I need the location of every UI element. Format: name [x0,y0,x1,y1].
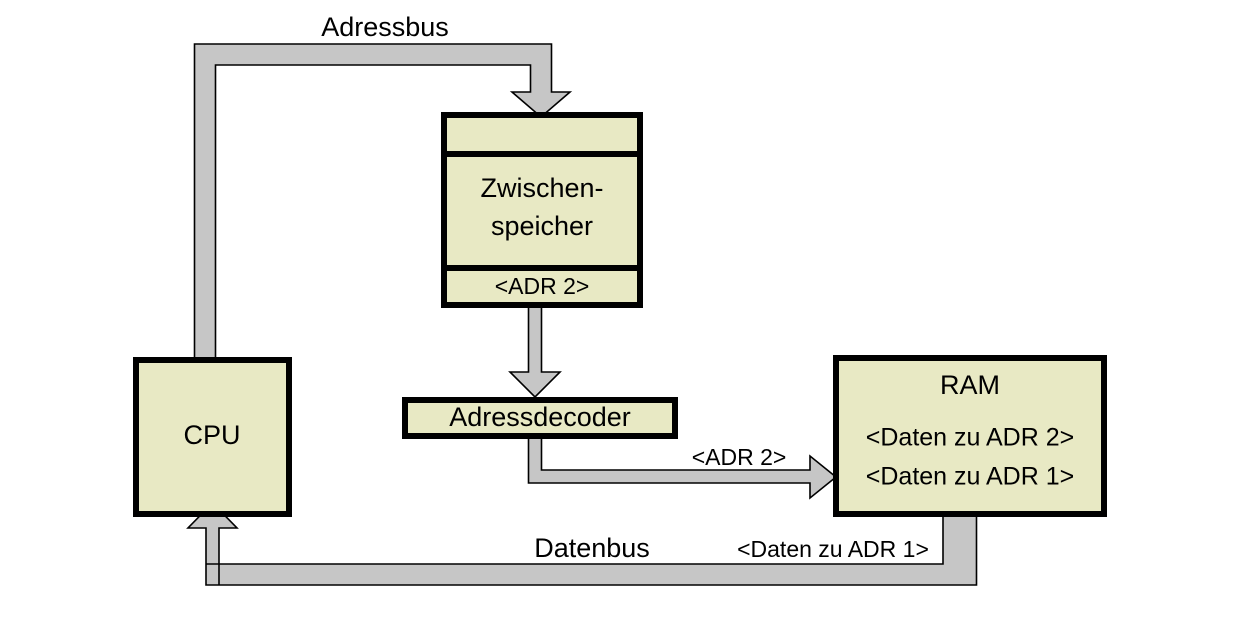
zwischenspeicher-label-line2: speicher [491,211,593,241]
node-ram[interactable]: RAM <Daten zu ADR 2> <Daten zu ADR 1> [833,355,1107,517]
node-adressdecoder[interactable]: Adressdecoder [402,397,678,439]
datenbus-label: Datenbus [534,533,650,563]
edge-zwischenspeicher-to-adressdecoder [508,304,562,399]
ram-row-1: <Daten zu ADR 2> [866,424,1074,452]
zwischenspeicher-label-line1: Zwischen- [480,173,603,203]
cpu-box[interactable] [133,357,292,517]
decoder-to-ram-label: <ADR 2> [692,444,787,470]
adressdecoder-label: Adressdecoder [449,402,631,432]
edge-adressbus [193,43,573,361]
ram-box[interactable] [833,355,1107,517]
decoder-to-ram-path [527,435,838,500]
zwischenspeicher-slot-bottom: <ADR 2> [495,273,590,299]
adressbus-path [193,43,573,361]
zwischenspeicher-to-decoder-path [508,304,562,399]
datenbus-payload-label: <Daten zu ADR 1> [737,536,929,562]
ram-title: RAM [940,370,1000,400]
adressdecoder-box[interactable] [402,397,678,439]
ram-row-2: <Daten zu ADR 1> [866,463,1074,491]
zwischenspeicher-box[interactable] [441,112,643,308]
adressbus-label: Adressbus [321,12,449,42]
node-cpu[interactable]: CPU [133,357,292,517]
node-zwischenspeicher[interactable]: Zwischen- speicher <ADR 2> [441,112,643,308]
edge-decoder-to-ram [527,435,838,500]
cpu-label: CPU [183,420,240,450]
